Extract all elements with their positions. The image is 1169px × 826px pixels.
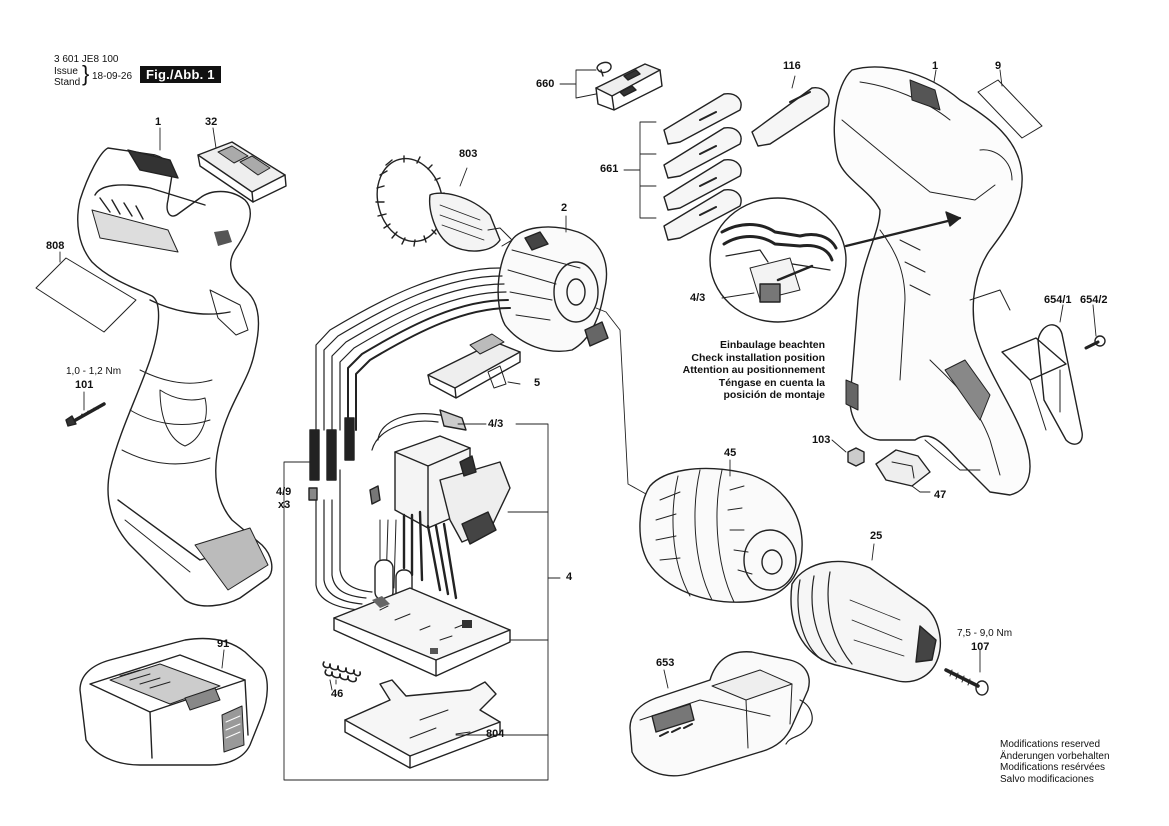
callout-653: 653 [656,657,675,669]
document-number: 3 601 JE8 100 [54,54,119,65]
modifications-line-de: Änderungen vorbehalten [1000,750,1110,762]
install-note-line-en: Check installation position [691,351,825,364]
part-803-motor-drawing [375,155,513,252]
part-808-label-drawing [35,257,137,333]
callout-45: 45 [724,447,737,459]
callout-1-left: 1 [155,116,162,128]
callout-47: 47 [934,489,947,501]
modifications-line-fr: Modifications resérvées [1000,762,1106,773]
callout-91: 91 [217,638,230,650]
part-653-charger-drawing [629,651,813,777]
callout-101: 101 [75,379,94,391]
callout-803: 803 [459,148,478,160]
part-47-cap-drawing [875,449,931,487]
callout-660: 660 [536,78,555,90]
callout-116: 116 [783,60,801,72]
part-654-1-clip-drawing [1001,324,1083,445]
part-46-spring-drawing [322,661,362,683]
modifications-notice: Modifications reserved Änderungen vorbeh… [1000,739,1110,785]
install-note-line-de: Einbaulage beachten [719,339,825,351]
part-4-9-connectors-drawing [308,417,355,501]
callout-4-9-quantity: x3 [278,499,291,511]
install-position-inset-drawing [709,197,847,323]
part-103-nut-drawing [847,447,865,467]
issue-label: Issue [54,66,78,77]
part-4-pcb-drawing [333,587,511,677]
housing-half-right-drawing [833,66,1031,496]
issue-date: 18-09-26 [92,71,133,82]
callout-46: 46 [331,688,344,700]
issue-brace-icon: } [82,61,90,86]
housing-half-left-drawing [77,147,273,607]
part-804-bracket-drawing [344,679,501,769]
callout-1-right: 1 [932,60,939,72]
callout-661: 661 [600,163,619,175]
callout-2: 2 [561,202,568,214]
part-45-gearbox-drawing [639,467,803,603]
callout-4-3-mid: 4/3 [488,418,504,430]
part-654-2-screw-drawing [1084,335,1106,350]
callout-103: 103 [812,434,831,446]
callout-25: 25 [870,530,883,542]
callout-9: 9 [995,60,1002,72]
callout-32: 32 [205,116,218,128]
leader-lines [59,69,1097,781]
leader-2-to-45 [595,307,647,495]
part-5-slider-drawing [427,333,521,399]
callout-654-2: 654/2 [1080,294,1108,306]
callout-101-torque: 1,0 - 1,2 Nm [66,366,122,377]
stand-label: Stand [54,77,81,88]
figure-label: Fig./Abb. 1 [140,66,221,83]
callout-107-torque: 7,5 - 9,0 Nm [957,628,1013,639]
callout-5: 5 [534,377,541,389]
install-note-line-es-1: Téngase en cuenta la [718,376,825,389]
part-4-switch-drawing [369,409,511,605]
callout-654-1: 654/1 [1044,294,1072,306]
inset-arrowhead [945,211,961,227]
part-660-drawing [595,61,663,111]
motor-wire-harness-drawing [315,267,511,613]
install-note-line-fr: Attention au positionnement [682,364,825,376]
part-661-inserts-drawing [663,93,742,241]
part-107-screw-drawing [944,668,989,696]
install-position-note: Einbaulage beachten Check installation p… [660,339,825,402]
part-101-screw-drawing [65,402,106,427]
callout-107: 107 [971,641,990,653]
part-116-drawing [751,87,830,147]
modifications-line-es: Salvo modificaciones [1000,773,1094,785]
install-note-line-es-2: posición de montaje [723,389,825,401]
part-9-label-drawing [977,79,1043,139]
part-32-drawing [197,141,287,203]
part-91-battery-drawing [79,637,268,766]
callout-4: 4 [566,571,573,583]
inset-pointer-arrow [844,216,962,248]
callout-808: 808 [46,240,65,252]
modifications-line-en: Modifications reserved [1000,739,1101,750]
callout-804: 804 [486,728,505,740]
part-2-motor-drawing [497,226,609,352]
part-25-chuck-drawing [790,560,942,683]
callout-4-9: 4/9 [276,486,292,498]
callout-4-3-right: 4/3 [690,292,706,304]
